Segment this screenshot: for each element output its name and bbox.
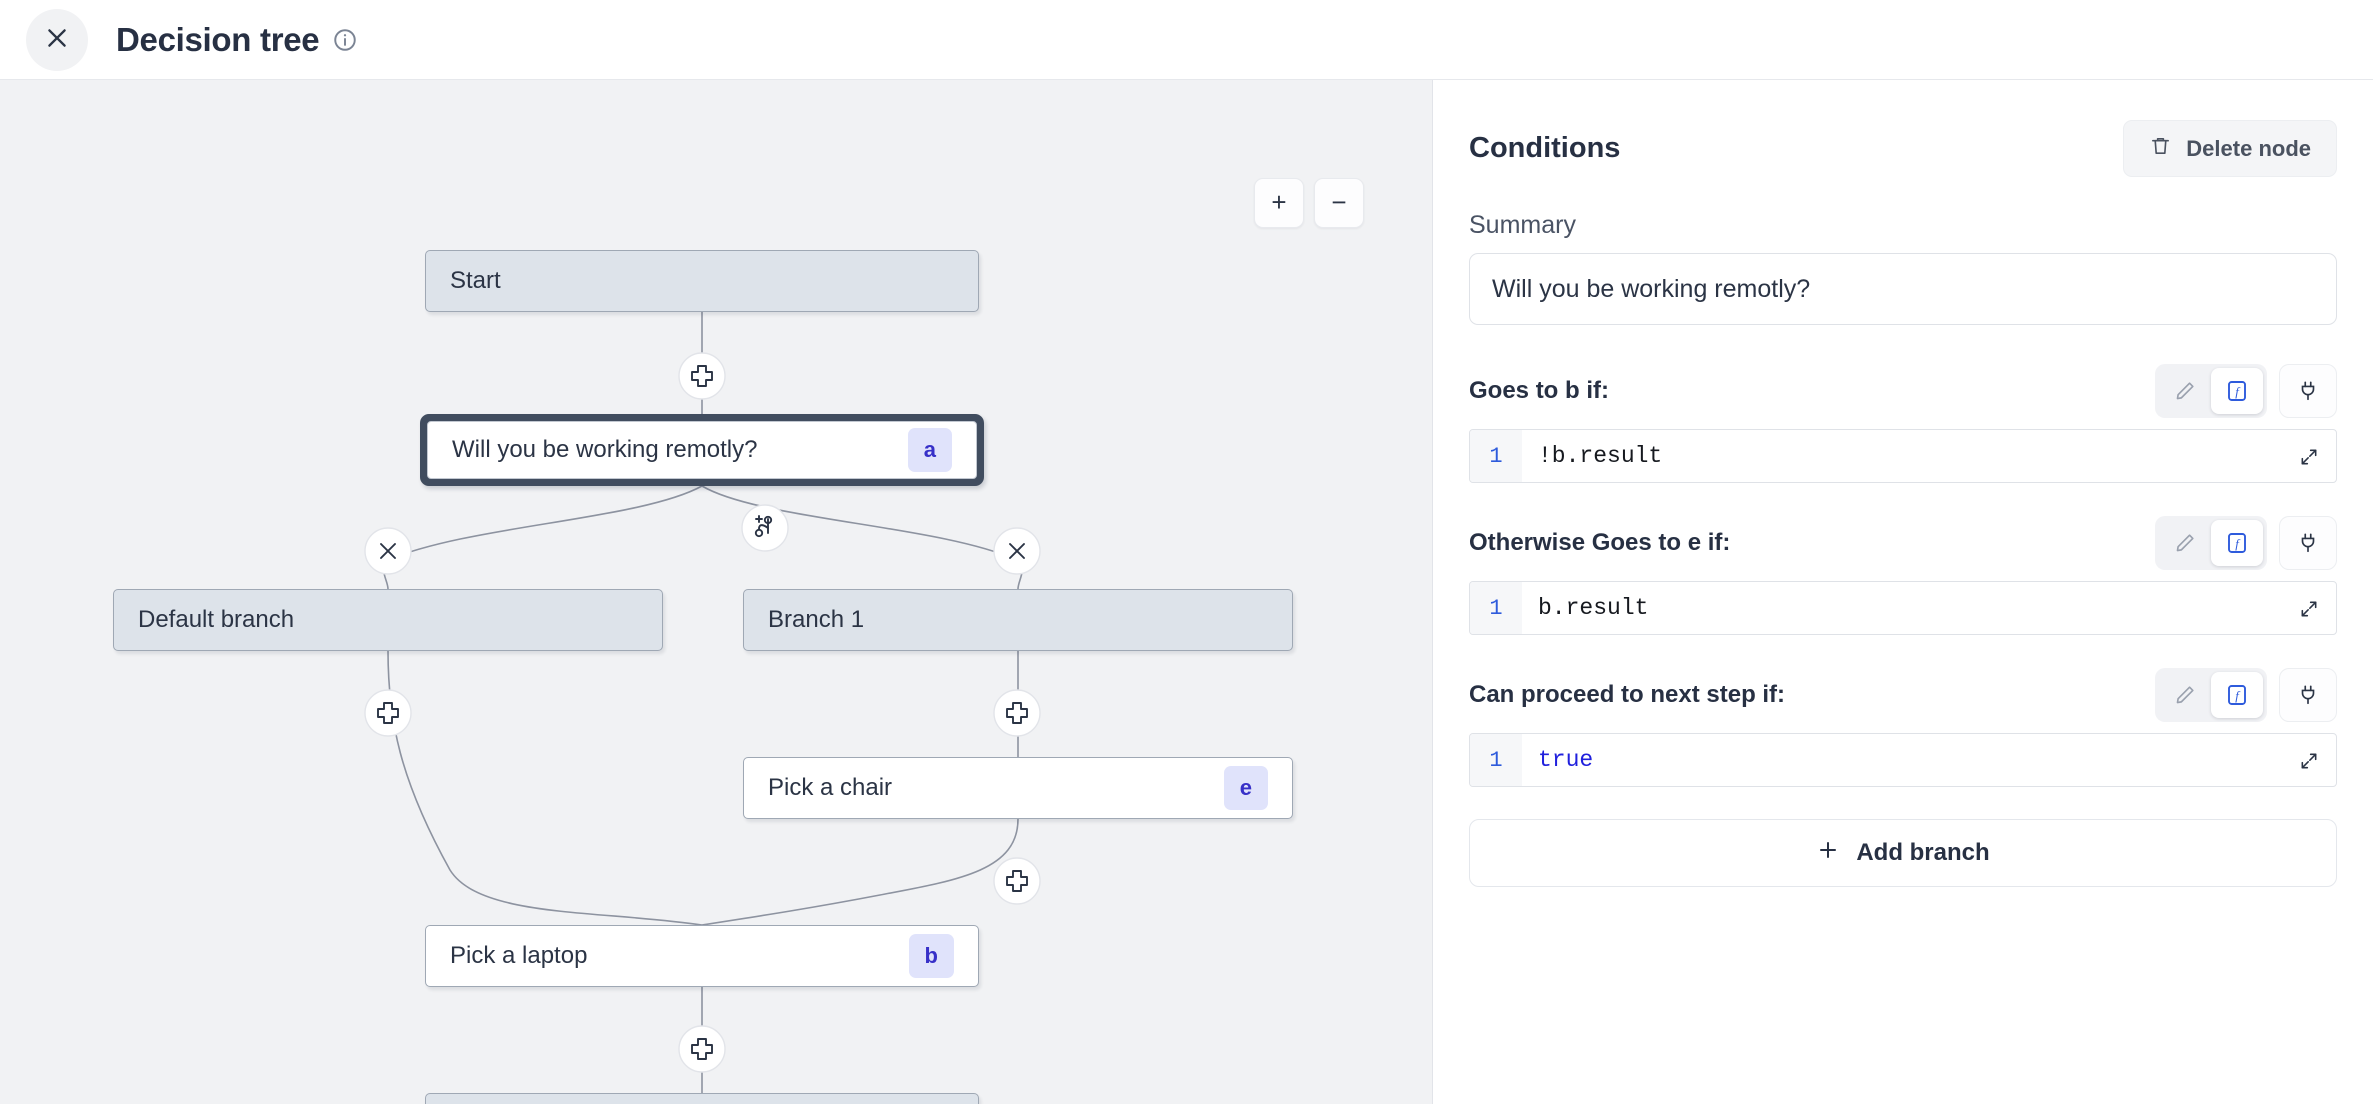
pencil-icon[interactable] (2159, 672, 2211, 718)
delete-node-button[interactable]: Delete node (2123, 120, 2337, 177)
close-button[interactable] (26, 8, 88, 71)
node-label: Default branch (138, 606, 295, 633)
app-header: Decision tree (0, 0, 2373, 80)
pencil-icon[interactable] (2159, 368, 2211, 414)
condition-header: Otherwise Goes to e if: (1469, 515, 2337, 571)
svg-text:f: f (2235, 688, 2241, 703)
condition-title: Can proceed to next step if: (1469, 681, 1786, 708)
panel-header: Conditions Delete node (1469, 120, 2337, 177)
code-content[interactable]: b.result (1538, 595, 1649, 621)
flow-node-end[interactable]: End (425, 1093, 979, 1104)
function-icon[interactable]: f (2211, 368, 2263, 414)
flow-node-start[interactable]: Start (425, 250, 979, 312)
node-label: Pick a chair (768, 774, 893, 801)
page-title: Decision tree (116, 20, 320, 58)
edge-default-laptop (387, 650, 703, 926)
code-editor-row[interactable]: 1 !b.result (1469, 429, 2337, 483)
summary-input[interactable] (1469, 253, 2337, 325)
node-selection-ring: Will you be working remotly? a (420, 414, 984, 486)
zoom-out-button[interactable]: − (1314, 178, 1364, 228)
add-branch-button[interactable]: Add branch (1469, 819, 2337, 887)
condition-tools: f (2155, 364, 2337, 418)
svg-text:f: f (2235, 536, 2241, 551)
edge-chair-laptop (701, 818, 1019, 926)
zoom-in-button[interactable]: + (1254, 178, 1304, 228)
expand-icon[interactable] (2286, 586, 2332, 632)
info-icon[interactable] (332, 27, 358, 53)
node-badge: b (908, 934, 954, 978)
code-editor-row[interactable]: 1 b.result (1469, 581, 2337, 635)
plug-icon[interactable] (2279, 668, 2337, 722)
summary-label: Summary (1469, 211, 1576, 239)
condition-tools: f (2155, 668, 2337, 722)
editor-mode-toggle: f (2155, 668, 2267, 722)
flow-handles (364, 352, 1041, 1073)
add-branch-handle[interactable] (741, 504, 789, 552)
node-label: Will you be working remotly? (452, 436, 758, 463)
node-badge: a (907, 428, 952, 472)
close-icon (44, 25, 70, 54)
remove-branch-1[interactable] (993, 527, 1041, 575)
node-label: Start (450, 267, 501, 294)
zoom-controls: + − (1254, 178, 1364, 228)
plug-icon[interactable] (2279, 516, 2337, 570)
add-node-branch-1[interactable] (993, 689, 1041, 737)
condition-block: Goes to b if: f (1469, 363, 2337, 483)
pencil-icon[interactable] (2159, 520, 2211, 566)
add-node-default-branch[interactable] (364, 689, 412, 737)
plug-icon[interactable] (2279, 364, 2337, 418)
panel-title: Conditions (1469, 132, 1621, 164)
code-content[interactable]: !b.result (1538, 443, 1663, 469)
expand-icon[interactable] (2286, 738, 2332, 784)
trash-icon (2149, 134, 2172, 163)
conditions-list: Goes to b if: f (1469, 363, 2337, 787)
function-icon[interactable]: f (2211, 520, 2263, 566)
flow-node-a[interactable]: Will you be working remotly? a (420, 414, 984, 486)
condition-title: Goes to b if: (1469, 377, 1609, 404)
line-number: 1 (1470, 582, 1522, 634)
condition-title: Otherwise Goes to e if: (1469, 529, 1731, 556)
condition-block: Can proceed to next step if: (1469, 667, 2337, 787)
flow-node-b1[interactable]: Branch 1 (743, 589, 1293, 651)
line-number: 1 (1470, 734, 1522, 786)
add-branch-label: Add branch (1856, 839, 1990, 866)
flow-node-def[interactable]: Default branch (113, 589, 663, 651)
condition-header: Can proceed to next step if: (1469, 667, 2337, 723)
line-number: 1 (1470, 430, 1522, 482)
plus-icon (1816, 838, 1840, 869)
flow-node-chair[interactable]: Pick a chair e (743, 757, 1293, 819)
edge-a-default (382, 485, 703, 590)
condition-tools: f (2155, 516, 2337, 570)
node-label: Branch 1 (768, 606, 865, 633)
add-node-after-start[interactable] (678, 352, 726, 400)
function-icon[interactable]: f (2211, 672, 2263, 718)
condition-header: Goes to b if: f (1469, 363, 2337, 419)
flow-node-laptop[interactable]: Pick a laptop b (425, 925, 979, 987)
editor-mode-toggle: f (2155, 364, 2267, 418)
code-content[interactable]: true (1538, 747, 1594, 773)
conditions-panel: Conditions Delete node Summary Goes to b… (1433, 80, 2373, 1104)
delete-node-label: Delete node (2186, 135, 2311, 161)
editor-mode-toggle: f (2155, 516, 2267, 570)
add-node-after-chair[interactable] (993, 857, 1041, 905)
remove-default-branch[interactable] (364, 527, 412, 575)
condition-block: Otherwise Goes to e if: (1469, 515, 2337, 635)
svg-text:f: f (2235, 384, 2241, 399)
add-node-after-laptop[interactable] (678, 1025, 726, 1073)
node-label: Pick a laptop (450, 942, 588, 969)
expand-icon[interactable] (2286, 434, 2332, 480)
code-editor-row[interactable]: 1 true (1469, 733, 2337, 787)
node-badge: e (1223, 766, 1268, 810)
